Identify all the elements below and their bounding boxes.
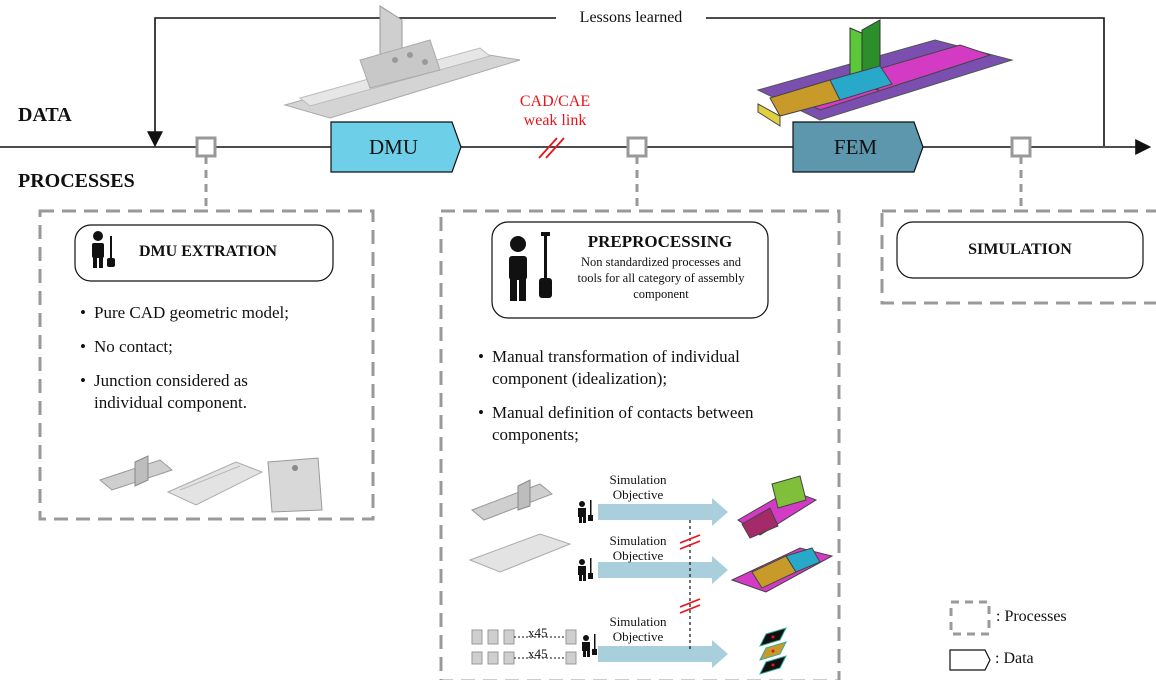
row-weak-link-mark-1: [679, 534, 701, 550]
row2-simulation-arrow: [598, 556, 728, 584]
bullet-item: Pure CAD geometric model;: [80, 302, 350, 324]
weak-link-mark: [538, 137, 565, 159]
preprocessing-subtitle: Non standardized processes and tools for…: [577, 255, 745, 301]
row3-multiplier-1: x45: [528, 625, 548, 640]
fem-data-shape: [792, 121, 924, 173]
dmu-data-shape: [330, 121, 462, 173]
bullet-item: Junction considered as individual compon…: [80, 370, 314, 414]
dmu-extraction-title-box: [74, 224, 334, 282]
plate-image: [166, 461, 264, 506]
row3-worker-icon: [582, 634, 597, 657]
row2-simulation-objective-label: Simulation Objective: [609, 533, 667, 563]
weak-link-label: CAD/CAE weak link: [505, 92, 605, 130]
angle-image: [267, 457, 323, 513]
row3-multiplier-2: x45: [528, 646, 548, 661]
weak-link-label-line1: CAD/CAE: [519, 93, 591, 110]
process-connector-2: [626, 136, 648, 211]
process-connector-3: [1010, 136, 1032, 211]
data-row-label: DATA: [18, 104, 72, 126]
row1-simulation-objective-label: Simulation Objective: [609, 472, 667, 502]
legend-data-label: : Data: [995, 650, 1034, 667]
worker-icon-preprocessing: [509, 232, 552, 301]
simulation-process-box: [880, 209, 1156, 305]
process-connector-1: [195, 136, 217, 211]
row1-simulation-arrow: [598, 498, 728, 526]
lessons-learned-label: Lessons learned: [556, 9, 706, 27]
bullet-item: No contact;: [80, 336, 350, 358]
processes-row-label: PROCESSES: [18, 170, 135, 192]
dmu-extraction-bullets: Pure CAD geometric model; No contact; Ju…: [80, 302, 350, 426]
lessons-learned-loop: [147, 17, 1105, 148]
preprocessing-title: PREPROCESSING: [587, 232, 733, 251]
worker-icon-dmu: [92, 231, 115, 268]
row2-worker-icon: [578, 558, 593, 581]
preprocessing-process-box: [439, 209, 841, 680]
dmu-3d-model-image: [283, 5, 521, 119]
row2-fem-result-image: [730, 547, 834, 593]
fem-3d-model-image: [756, 19, 1014, 127]
dmu-component-images: [98, 455, 323, 513]
legend-data-swatch: [949, 649, 991, 671]
row-weak-link-mark-2: [679, 598, 701, 614]
row3-simulation-arrow: [598, 640, 728, 668]
row1-component-image: [471, 479, 553, 521]
weak-link-label-line2: weak link: [523, 112, 587, 129]
preprocessing-title-box: [491, 221, 769, 319]
legend-processes-label: : Processes: [996, 608, 1067, 625]
simulation-title: SIMULATION: [968, 241, 1072, 258]
dmu-extraction-title: DMU EXTRATION: [139, 243, 277, 260]
row3-simulation-objective-label: Simulation Objective: [609, 614, 667, 644]
dmu-extraction-process-box: [38, 209, 375, 521]
fem-data-label: FEM: [833, 135, 878, 159]
legend-process-swatch: [949, 600, 991, 636]
row2-component-image: [468, 533, 572, 573]
dmu-data-label: DMU: [368, 135, 418, 159]
row3-fem-result-image: [759, 627, 787, 675]
row1-fem-result-image: [737, 475, 818, 539]
row1-worker-icon: [578, 500, 593, 523]
bullet-item: Manual definition of contacts between co…: [478, 402, 772, 446]
row3-component-images: [471, 629, 577, 665]
bracket-image: [98, 455, 174, 491]
bullet-item: Manual transformation of individual comp…: [478, 346, 818, 390]
preprocessing-bullets: Manual transformation of individual comp…: [478, 346, 818, 458]
simulation-title-box: [896, 221, 1144, 279]
